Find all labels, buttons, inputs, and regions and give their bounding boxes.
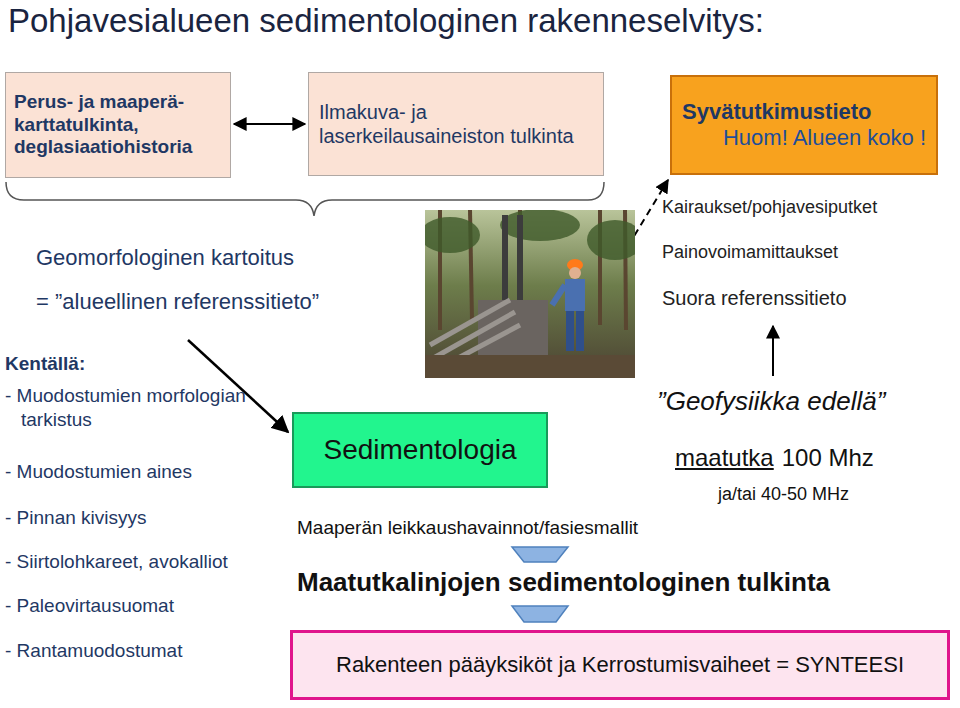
box-title: Syvätutkimustieto [682, 99, 926, 125]
block-arrow [512, 606, 568, 622]
up-arrow [772, 326, 774, 376]
annotation-label: Suora referenssitieto [662, 286, 847, 311]
connector-arrow [234, 123, 305, 125]
box-title: Rakenteen pääyksiköt ja Kerrostumisvaihe… [305, 652, 935, 678]
process-box: Ilmakuva- ja laserkeilausaineiston tulki… [308, 72, 604, 176]
box-title: Sedimentologia [304, 433, 536, 467]
field-list-item: - Rantamuodostumat [5, 639, 182, 663]
process-box: Perus- ja maaperä- karttatulkinta, degla… [5, 72, 231, 178]
synthesis-box: Rakenteen pääyksiköt ja Kerrostumisvaihe… [290, 630, 950, 700]
annotation-label: Maatutkalinjojen sedimentologinen tulkin… [297, 566, 830, 599]
field-list-item: - Paleovirtausuomat [5, 594, 174, 618]
box-title: Ilmakuva- ja laserkeilausaineiston tulki… [319, 100, 593, 148]
field-list-item: Kentällä: [5, 352, 85, 376]
field-list-item: - Siirtolohkareet, avokalliot [5, 550, 228, 574]
annotation-label: = ”alueellinen referenssitieto” [36, 288, 319, 316]
annotation-label: ja/tai 40-50 MHz [718, 483, 849, 506]
annotation-label: Maaperän leikkaushavainnot/fasiesmallit [297, 516, 638, 540]
central-box: Sedimentologia [292, 412, 548, 488]
annotation-label: maatutka [675, 443, 774, 473]
annotation-label: Painovoimamittaukset [662, 241, 838, 264]
field-list-item: - Pinnan kivisyys [5, 506, 147, 530]
process-box: SyvätutkimustietoHuom! Alueen koko ! [670, 75, 938, 175]
box-title: Perus- ja maaperä- karttatulkinta, degla… [14, 91, 222, 159]
annotation-label: ”Geofysiikka edellä” [657, 385, 885, 418]
field-list-item: - Muodostumien aines [5, 460, 192, 484]
block-arrow [512, 547, 568, 562]
page-title: Pohjavesialueen sedimentologinen rakenne… [8, 2, 764, 40]
drilling-photo [420, 209, 643, 378]
box-note: Huom! Alueen koko ! [682, 125, 926, 151]
field-list-item: - Muodostumien morfologian tarkistus [5, 384, 253, 432]
annotation-label: 100 Mhz [782, 443, 874, 473]
annotation-label: Geomorfologinen kartoitus [36, 244, 294, 272]
annotation-label: Kairaukset/pohjavesiputket [662, 196, 877, 219]
